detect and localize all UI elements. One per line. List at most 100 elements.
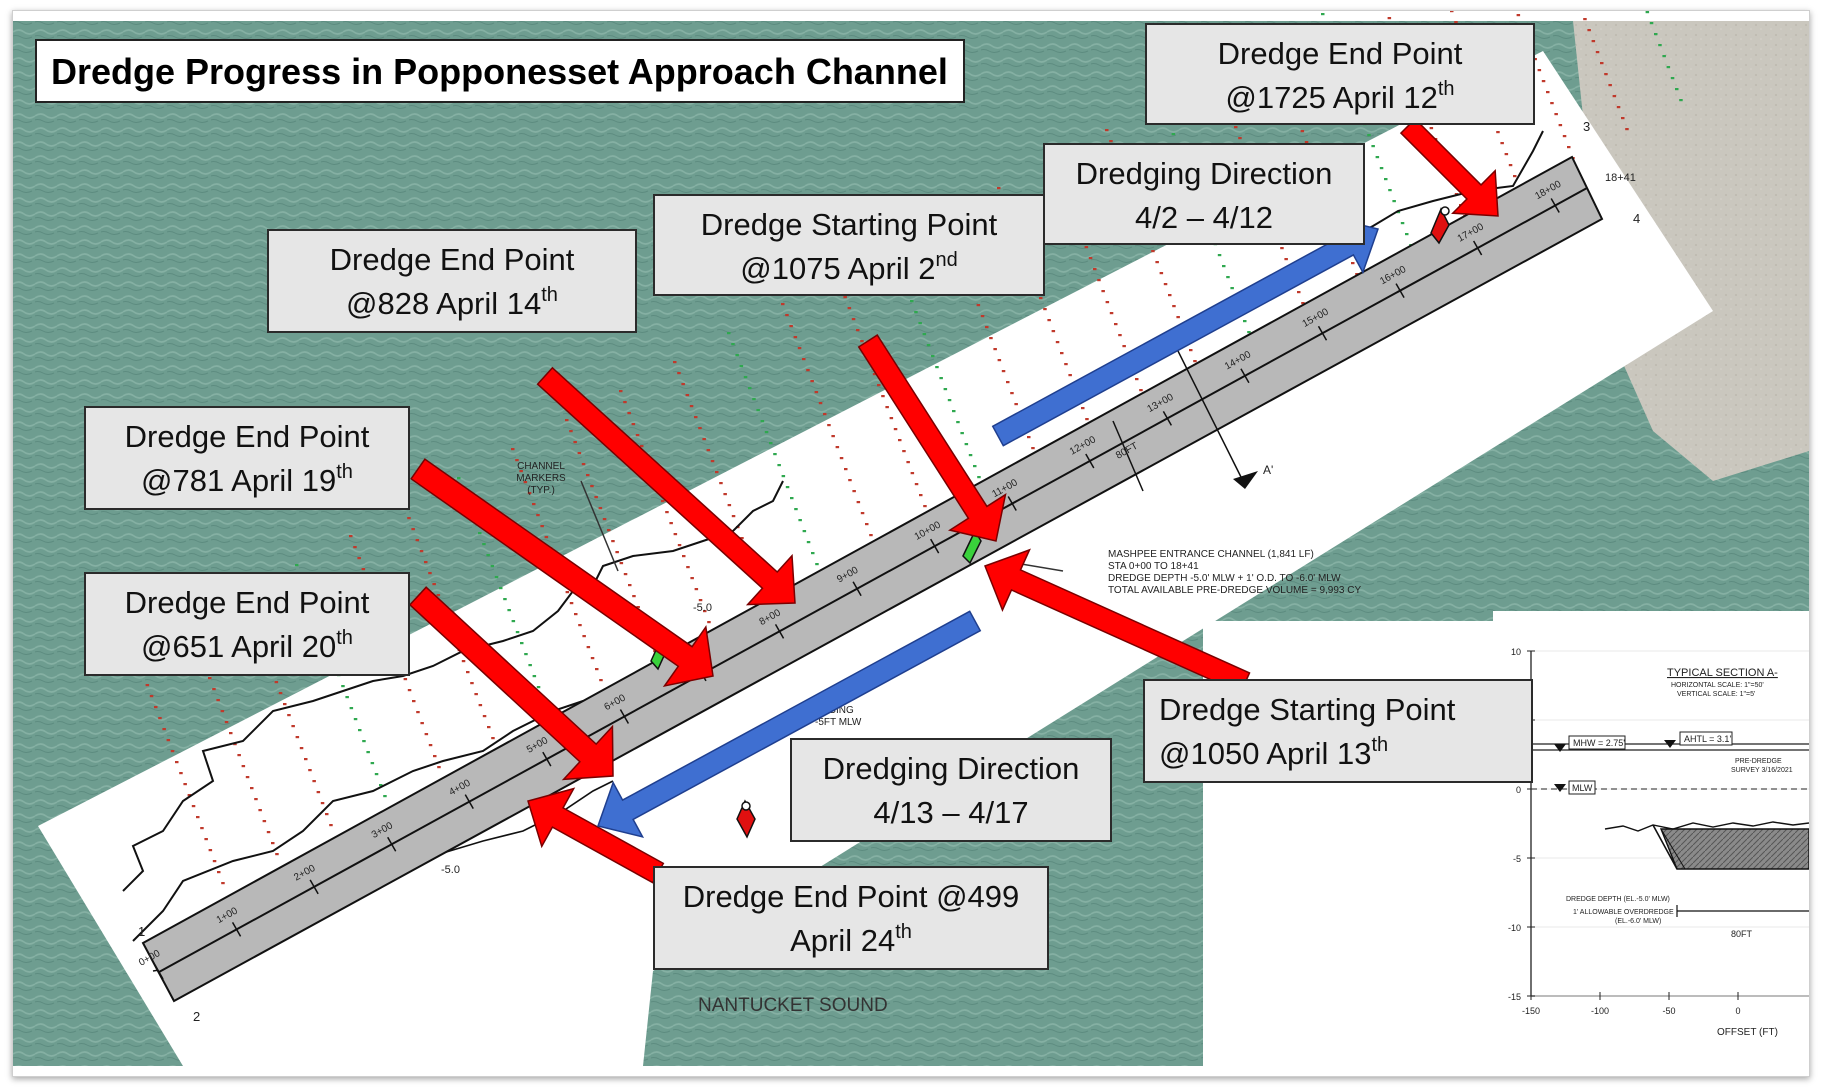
red-arrow	[527, 787, 665, 884]
sounding-dot	[923, 505, 927, 508]
sounding-dot	[527, 492, 532, 495]
sounding-dot	[1155, 261, 1159, 264]
callout-start-1075: Dredge Starting Point @1075 April 2nd	[653, 194, 1045, 296]
sounding-dot	[1081, 407, 1085, 410]
sounding-dot	[1193, 360, 1197, 363]
sounding-dot	[781, 303, 785, 306]
callout-start-1050: Dredge Starting Point @1050 April 13th	[1143, 679, 1533, 783]
sounding-dot	[847, 307, 852, 310]
sounding-dot	[1616, 106, 1621, 109]
station-tick	[1162, 411, 1173, 426]
sounding-dot	[689, 405, 694, 408]
sounding-dot	[731, 343, 735, 346]
mlw-label: MLW	[1572, 783, 1593, 793]
sounding-dot	[707, 621, 711, 624]
sounding-dot	[383, 795, 387, 798]
sounding-dot	[1396, 211, 1401, 214]
sounding-dot	[628, 584, 632, 587]
sounding-dot	[1006, 381, 1010, 384]
sounding-dot	[1516, 14, 1521, 17]
sounding-dot	[1093, 268, 1097, 271]
sounding-dot	[1109, 140, 1113, 143]
station-tick	[1395, 283, 1405, 299]
sounding-dot	[258, 809, 262, 812]
section-title: TYPICAL SECTION A-	[1667, 667, 1778, 679]
sounding-dot	[308, 769, 312, 772]
sounding-dot	[278, 692, 283, 695]
sounding-dot	[540, 525, 544, 528]
sounding-dot	[1541, 80, 1546, 83]
sounding-dot	[574, 613, 578, 616]
sounding-dot	[1243, 320, 1247, 323]
sounding-dot	[985, 326, 989, 329]
sounding-dot	[1558, 124, 1563, 127]
station-tick	[1550, 198, 1560, 213]
sounding-dot	[511, 620, 516, 623]
predredge-label: SURVEY 3/16/2021	[1731, 767, 1793, 774]
sounding-dot	[844, 468, 848, 471]
sounding-dot	[1039, 297, 1043, 300]
sounding-dot	[532, 503, 536, 506]
mhw-label: MHW = 2.75'	[1573, 738, 1625, 748]
sounding-dot	[1662, 55, 1666, 58]
sounding-dot	[764, 431, 769, 434]
sounding-dot	[785, 486, 790, 489]
sounding-dot	[1675, 88, 1679, 91]
sounding-dot	[1429, 127, 1434, 130]
sounding-dot	[436, 594, 441, 597]
sounding-dot	[411, 528, 415, 531]
sounding-dot	[523, 481, 528, 484]
sounding-dot	[524, 653, 528, 656]
callout-end-828: Dredge End Point @828 April 14th	[267, 229, 637, 333]
sounding-dot	[424, 561, 428, 564]
predredge-profile	[1604, 821, 1809, 832]
sounding-dot	[1088, 257, 1093, 260]
section-cut-label: A'	[1263, 463, 1273, 477]
sounding-dot	[843, 296, 847, 299]
water-body-label: NANTUCKET SOUND	[698, 995, 888, 1016]
sounding-dot	[424, 733, 429, 736]
sounding-dot	[1109, 312, 1114, 315]
sounding-dot	[781, 475, 786, 478]
sounding-dot	[366, 751, 370, 754]
sounding-dot	[407, 517, 411, 520]
sounding-dot	[719, 482, 723, 485]
callout-line: Dredging Direction	[822, 751, 1080, 786]
sounding-dot	[1625, 128, 1629, 131]
station-end-label: 18+41	[1605, 172, 1636, 184]
sounding-dot	[1230, 287, 1234, 290]
station-tick	[1317, 325, 1328, 341]
sounding-dot	[379, 784, 383, 787]
sounding-dot	[271, 842, 275, 845]
section-y-label: 10	[1511, 647, 1521, 657]
sounding-dot	[922, 333, 927, 336]
sounding-dot	[341, 685, 345, 688]
sounding-dot	[183, 783, 187, 786]
sounding-dot	[811, 552, 815, 555]
callout-line: Dredge Starting Point	[700, 207, 998, 242]
sounding-dot	[661, 500, 665, 503]
station-tick	[1472, 240, 1483, 256]
sounding-dot	[694, 416, 698, 419]
sounding-dot	[943, 388, 948, 391]
sounding-dot	[478, 532, 482, 535]
sounding-dot	[578, 624, 582, 627]
callout-sup: th	[1437, 77, 1455, 100]
ahtl-label: AHTL = 3.1'	[1684, 734, 1731, 744]
sounding-dot	[914, 311, 918, 314]
sounding-dot	[577, 452, 582, 455]
sounding-dot	[694, 588, 699, 591]
sounding-dot	[229, 732, 233, 735]
sounding-dot	[565, 419, 569, 422]
sounding-dot	[947, 399, 952, 402]
channel-markers-note: MARKERS	[516, 473, 566, 484]
section-axis-ticks: 1050-5-10-15-150-100-500	[1508, 647, 1741, 1016]
sounding-dot	[760, 420, 765, 423]
blue-arrow	[597, 610, 982, 838]
sounding-dot	[893, 428, 898, 431]
sounding-dot	[926, 344, 931, 347]
sounding-dot	[1375, 156, 1380, 159]
sounding-dot	[698, 599, 703, 602]
sounding-dot	[977, 476, 981, 479]
sounding-dot	[865, 523, 869, 526]
